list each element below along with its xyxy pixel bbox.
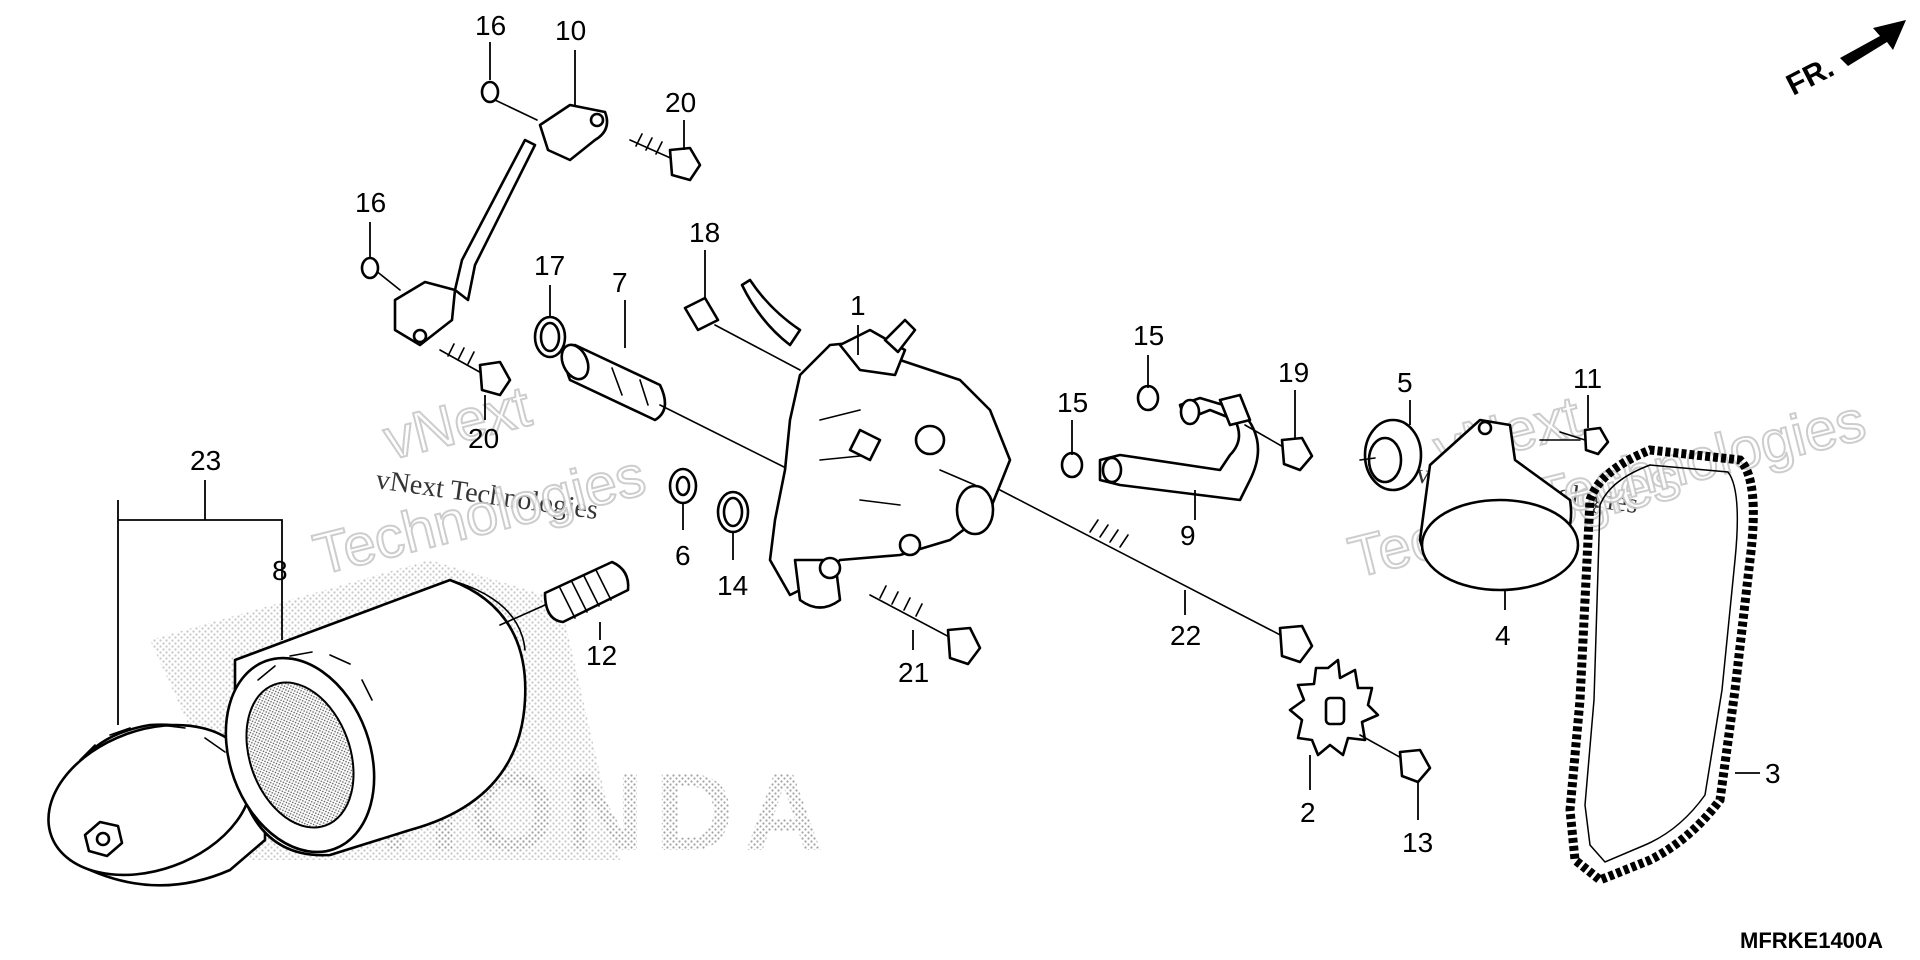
callout-2[interactable]: 2 (1300, 797, 1316, 828)
callout-15-lower[interactable]: 15 (1057, 387, 1088, 418)
callout-20-upper[interactable]: 20 (665, 87, 696, 118)
leader-lines (117, 42, 1760, 820)
callout-6[interactable]: 6 (675, 540, 691, 571)
bolt (1244, 424, 1314, 472)
dowel-pin (683, 296, 801, 371)
callout-4[interactable]: 4 (1495, 620, 1511, 651)
callout-16-lower[interactable]: 16 (355, 187, 386, 218)
callout-21[interactable]: 21 (898, 657, 929, 688)
bolt (1359, 734, 1432, 784)
oil-filter-cap (47, 723, 267, 887)
callout-9[interactable]: 9 (1180, 520, 1196, 551)
sealing-washer (1136, 384, 1160, 412)
callout-14[interactable]: 14 (717, 570, 748, 601)
bolt (629, 133, 702, 182)
watermark-text: vNext (377, 374, 537, 473)
callout-8[interactable]: 8 (272, 555, 288, 586)
callout-22[interactable]: 22 (1170, 620, 1201, 651)
sealing-washer (1060, 451, 1084, 479)
oil-strainer-screen (1359, 418, 1423, 492)
watermarks: vNext vNext Technologies Technologies vN… (306, 373, 1872, 592)
callout-12[interactable]: 12 (586, 640, 617, 671)
watermark-text: Technologies (307, 443, 651, 588)
long-bolt (999, 489, 1314, 664)
front-direction-arrow: FR. (1781, 20, 1906, 102)
callout-13[interactable]: 13 (1402, 827, 1433, 858)
reference-code: MFRKE1400A (1740, 928, 1883, 953)
callout-11[interactable]: 11 (1573, 363, 1602, 394)
bolt (439, 343, 512, 397)
callout-20-lower[interactable]: 20 (468, 423, 499, 454)
oil-pipe-bracket (360, 80, 609, 347)
oil-pipe (1098, 393, 1260, 502)
oil-strainer (1418, 418, 1581, 592)
callout-15-upper[interactable]: 15 (1133, 320, 1164, 351)
callout-7[interactable]: 7 (612, 267, 628, 298)
oil-filter-cartridge (224, 578, 527, 857)
callouts: 23 8 12 7 17 18 1 6 14 16 16 16 16 16 10… (190, 10, 1781, 858)
sprocket (1288, 658, 1380, 757)
watermark-text: Technologies (1527, 388, 1871, 533)
callout-18[interactable]: 18 (689, 217, 720, 248)
bolt (1559, 426, 1610, 456)
callout-3[interactable]: 3 (1765, 758, 1781, 789)
oil-pipe-sleeve (560, 343, 791, 471)
oil-pump (740, 278, 1012, 609)
callout-16-top[interactable]: 16 (475, 10, 506, 41)
drive-chain (1565, 445, 1758, 886)
callout-5[interactable]: 5 (1397, 367, 1413, 398)
threaded-fitting (499, 560, 630, 626)
callout-1[interactable]: 1 (850, 290, 866, 321)
direction-label: FR. (1781, 51, 1839, 102)
callout-23[interactable]: 23 (190, 445, 221, 476)
callout-19[interactable]: 19 (1278, 357, 1309, 388)
bolt (869, 585, 982, 666)
callout-10[interactable]: 10 (555, 15, 586, 46)
callout-17[interactable]: 17 (534, 250, 565, 281)
